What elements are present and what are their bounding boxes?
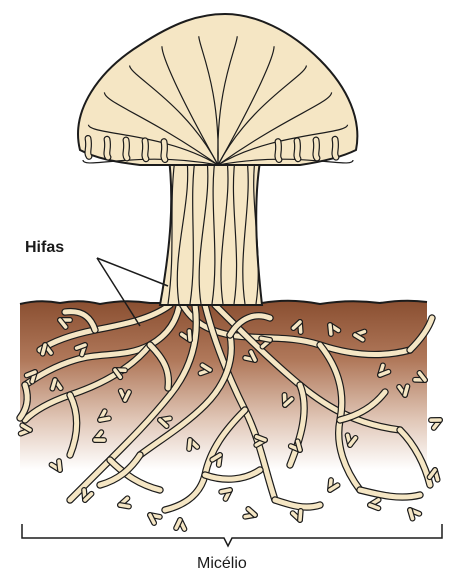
mycelium-twig	[187, 329, 192, 342]
cap-hypha-strand	[82, 158, 219, 166]
mycelium-twig	[254, 434, 267, 442]
mycelium-branch	[137, 332, 234, 458]
stem-hypha-strand	[176, 151, 189, 305]
hyphae-pointer-line-2	[96, 257, 141, 327]
cap-hypha-strand	[217, 65, 308, 166]
stem-hypha-strand	[220, 151, 229, 305]
mycelium-twig	[328, 483, 340, 492]
mycelium-branch	[202, 467, 263, 482]
stem-hypha-strand	[198, 151, 209, 305]
mycelium-twig	[158, 418, 169, 428]
stem-hypha-strand	[232, 151, 238, 305]
mycelium-twig	[259, 336, 272, 342]
mushroom-stem	[158, 149, 264, 306]
cap-hypha-strand	[217, 46, 275, 166]
mycelium-twig	[408, 508, 415, 521]
mycelium-branch	[177, 297, 413, 358]
mycelium-branch	[67, 302, 199, 503]
cap-hypha-strand	[161, 46, 219, 166]
mycelium-twig	[291, 320, 302, 330]
mycelium-bracket	[21, 524, 443, 548]
mycelium-twig	[58, 318, 68, 329]
mycelium-twig	[187, 438, 192, 451]
mycelium-twig	[20, 423, 32, 432]
mycelium-twig	[24, 370, 37, 378]
cap-hypha-strand	[128, 65, 219, 166]
cap-hypha-tip	[313, 137, 320, 161]
cap-hypha-strand	[217, 124, 349, 166]
cap-hypha-tip	[142, 138, 149, 162]
mycelium-twig	[427, 468, 437, 479]
hyphae-pointer-line-1	[96, 257, 169, 287]
mycelium-twig	[417, 371, 427, 382]
mycelium-twig	[174, 518, 182, 530]
stem-hypha-strand	[189, 151, 197, 305]
cap-hypha-tip	[123, 137, 130, 161]
mycelium-branch	[287, 382, 307, 468]
mycelium-branch	[147, 342, 171, 391]
mycelium-twig	[123, 390, 131, 402]
stem-hypha-strand	[211, 151, 217, 305]
cap-hypha-tip	[161, 139, 168, 162]
mycelium-hyphae	[16, 296, 443, 532]
cap-hypha-strand	[217, 92, 333, 166]
mycelium-twig	[210, 453, 222, 462]
mycelium-twig	[328, 323, 333, 336]
mycelium-twig	[403, 384, 410, 397]
mycelium-twig	[219, 488, 232, 494]
cap-hyphae	[82, 36, 354, 166]
soil-surface-line	[19, 299, 428, 306]
cap-hypha-tip	[332, 136, 339, 160]
mycelium-twig	[98, 416, 111, 422]
mycelium-branch	[357, 487, 423, 500]
stem-hypha-strand	[253, 151, 259, 305]
mycelium-twig	[40, 343, 47, 356]
mycelium-twig	[83, 492, 94, 502]
mycelium-twig	[295, 439, 302, 452]
mycelium-twig	[118, 503, 131, 509]
stem-hypha-strand	[242, 151, 249, 305]
mycelium-branch	[62, 309, 98, 333]
mushroom-cap	[77, 12, 359, 166]
mycelium-twig	[353, 333, 365, 342]
mycelium-twig	[348, 436, 358, 447]
cap-hypha-tip	[85, 136, 92, 159]
cap-hypha-strand	[103, 92, 219, 166]
mycelium-branch	[272, 497, 323, 510]
cap-hypha-strand	[217, 36, 238, 166]
cap-hypha-tip	[275, 139, 282, 162]
mycelium-label: Micélio	[197, 555, 247, 572]
mycelium-branch	[67, 392, 80, 458]
stem-hypha-strand	[167, 151, 177, 305]
mycelium-twig	[50, 378, 57, 391]
mycelium-branch	[22, 297, 183, 388]
cap-hypha-tip	[104, 136, 111, 160]
hyphae-label: Hifas	[25, 239, 65, 256]
mycelium-branch	[97, 452, 143, 488]
cap-hypha-tip	[294, 138, 301, 162]
mycelium-twig	[74, 343, 87, 350]
mycelium-branch	[17, 382, 30, 421]
mycelium-twig	[57, 459, 62, 472]
mycelium-twig	[298, 509, 303, 522]
mycelium-twig	[283, 397, 294, 407]
cap-hypha-strand	[87, 124, 219, 166]
mycelium-branch	[227, 313, 273, 338]
mycelium-twig	[200, 363, 212, 372]
mycelium-branch	[337, 389, 388, 423]
cap-hyphae-tips	[84, 134, 340, 164]
mycelium-branch	[407, 315, 435, 353]
mycelium-branch	[107, 457, 163, 493]
mycelium-twig	[148, 513, 156, 525]
stem-hyphae	[167, 151, 259, 305]
mycelium-twig	[246, 507, 257, 517]
mycelium-twig	[113, 368, 123, 379]
mycelium-twig	[249, 350, 257, 362]
mycelium-twig	[378, 369, 391, 377]
mycelium-twig	[368, 503, 381, 510]
